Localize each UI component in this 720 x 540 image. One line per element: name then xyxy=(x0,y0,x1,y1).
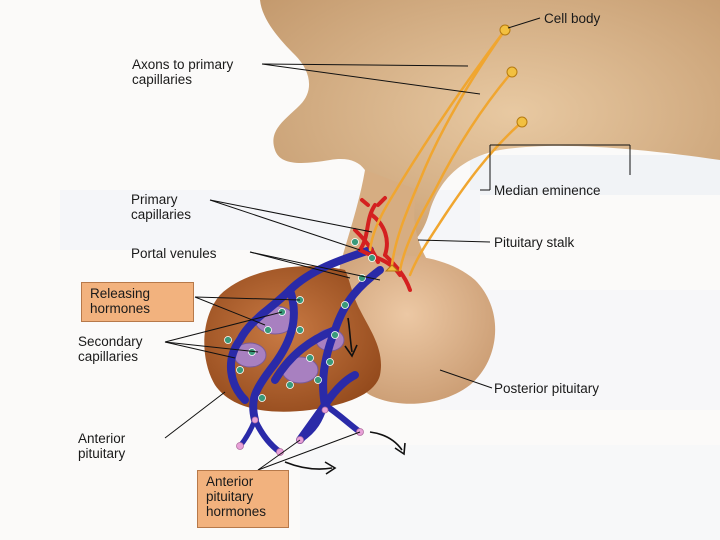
label-secondary-capillaries: Secondary capillaries xyxy=(78,334,143,364)
label-releasing-hormones-box: Releasing hormones xyxy=(81,282,194,322)
label-anterior-pituitary-hormones-box: Anterior pituitary hormones xyxy=(197,470,289,528)
label-portal-venules: Portal venules xyxy=(131,246,217,261)
label-primary-capillaries: Primary capillaries xyxy=(131,192,192,222)
label-axons-to-primary-capillaries: Axons to primary capillaries xyxy=(132,57,234,87)
flow-arrows xyxy=(284,317,406,475)
leader-lines xyxy=(164,17,631,471)
label-posterior-pituitary: Posterior pituitary xyxy=(494,381,600,396)
label-median-eminence: Median eminence xyxy=(494,183,601,198)
label-anterior-pituitary: Anterior pituitary xyxy=(78,431,126,461)
hormone-granules xyxy=(224,238,376,402)
cell-body-markers xyxy=(384,24,528,272)
label-cell-body: Cell body xyxy=(544,11,601,26)
label-pituitary-stalk: Pituitary stalk xyxy=(494,235,575,250)
